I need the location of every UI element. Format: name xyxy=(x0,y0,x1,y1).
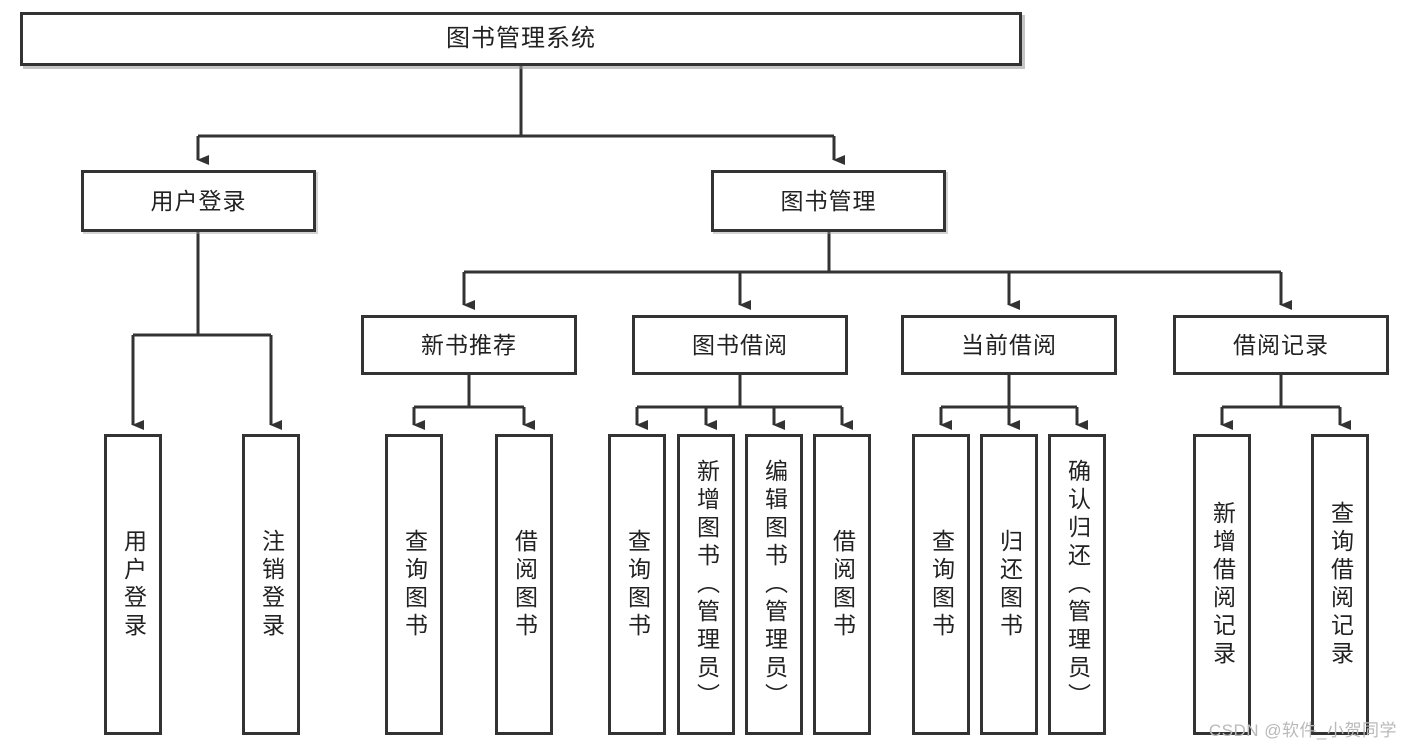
node-leaf-add-record[interactable]: 新增借阅记录 xyxy=(1193,434,1251,735)
node-leaf-borrow-book-2[interactable]: 借阅图书 xyxy=(813,434,871,735)
node-borrow-record-label: 借阅记录 xyxy=(1233,331,1329,358)
node-leaf-borrow-book-1-label: 借阅图书 xyxy=(511,528,538,641)
node-leaf-user-login[interactable]: 用户登录 xyxy=(104,434,162,735)
node-leaf-add-record-label: 新增借阅记录 xyxy=(1209,500,1236,669)
node-book-manage[interactable]: 图书管理 xyxy=(711,170,946,232)
node-leaf-user-login-label: 用户登录 xyxy=(120,528,147,641)
node-new-book-rec-label: 新书推荐 xyxy=(421,331,517,358)
node-leaf-confirm-return[interactable]: 确认归还（管理员） xyxy=(1048,434,1106,735)
node-root[interactable]: 图书管理系统 xyxy=(20,12,1022,66)
node-root-label: 图书管理系统 xyxy=(446,25,596,53)
node-book-borrow[interactable]: 图书借阅 xyxy=(632,315,848,375)
node-leaf-query-book-2-label: 查询图书 xyxy=(624,528,651,641)
node-leaf-return-book-label: 归还图书 xyxy=(996,528,1023,641)
node-leaf-query-book-1[interactable]: 查询图书 xyxy=(385,434,443,735)
node-leaf-return-book[interactable]: 归还图书 xyxy=(980,434,1038,735)
node-current-borrow[interactable]: 当前借阅 xyxy=(901,315,1117,375)
node-leaf-borrow-book-2-label: 借阅图书 xyxy=(829,528,856,641)
node-leaf-confirm-return-label: 确认归还（管理员） xyxy=(1064,458,1091,711)
node-leaf-query-book-3-label: 查询图书 xyxy=(928,528,955,641)
watermark-text: CSDN @软件_小贺同学 xyxy=(1208,721,1397,740)
node-book-borrow-label: 图书借阅 xyxy=(692,331,788,358)
node-leaf-query-record-label: 查询借阅记录 xyxy=(1327,500,1354,669)
node-leaf-query-record[interactable]: 查询借阅记录 xyxy=(1311,434,1369,735)
node-borrow-record[interactable]: 借阅记录 xyxy=(1173,315,1389,375)
node-leaf-edit-book[interactable]: 编辑图书（管理员） xyxy=(745,434,803,735)
node-leaf-query-book-2[interactable]: 查询图书 xyxy=(608,434,666,735)
node-book-manage-label: 图书管理 xyxy=(780,187,877,214)
node-leaf-borrow-book-1[interactable]: 借阅图书 xyxy=(495,434,553,735)
node-user-login-label: 用户登录 xyxy=(150,187,247,214)
node-leaf-query-book-3[interactable]: 查询图书 xyxy=(912,434,970,735)
node-leaf-add-book[interactable]: 新增图书（管理员） xyxy=(677,434,735,735)
node-user-login[interactable]: 用户登录 xyxy=(81,170,316,232)
node-leaf-logout-label: 注销登录 xyxy=(258,528,285,641)
node-leaf-query-book-1-label: 查询图书 xyxy=(401,528,428,641)
node-current-borrow-label: 当前借阅 xyxy=(961,331,1057,358)
node-leaf-edit-book-label: 编辑图书（管理员） xyxy=(761,458,788,711)
node-new-book-rec[interactable]: 新书推荐 xyxy=(361,315,577,375)
node-leaf-add-book-label: 新增图书（管理员） xyxy=(693,458,720,711)
node-leaf-logout[interactable]: 注销登录 xyxy=(242,434,300,735)
